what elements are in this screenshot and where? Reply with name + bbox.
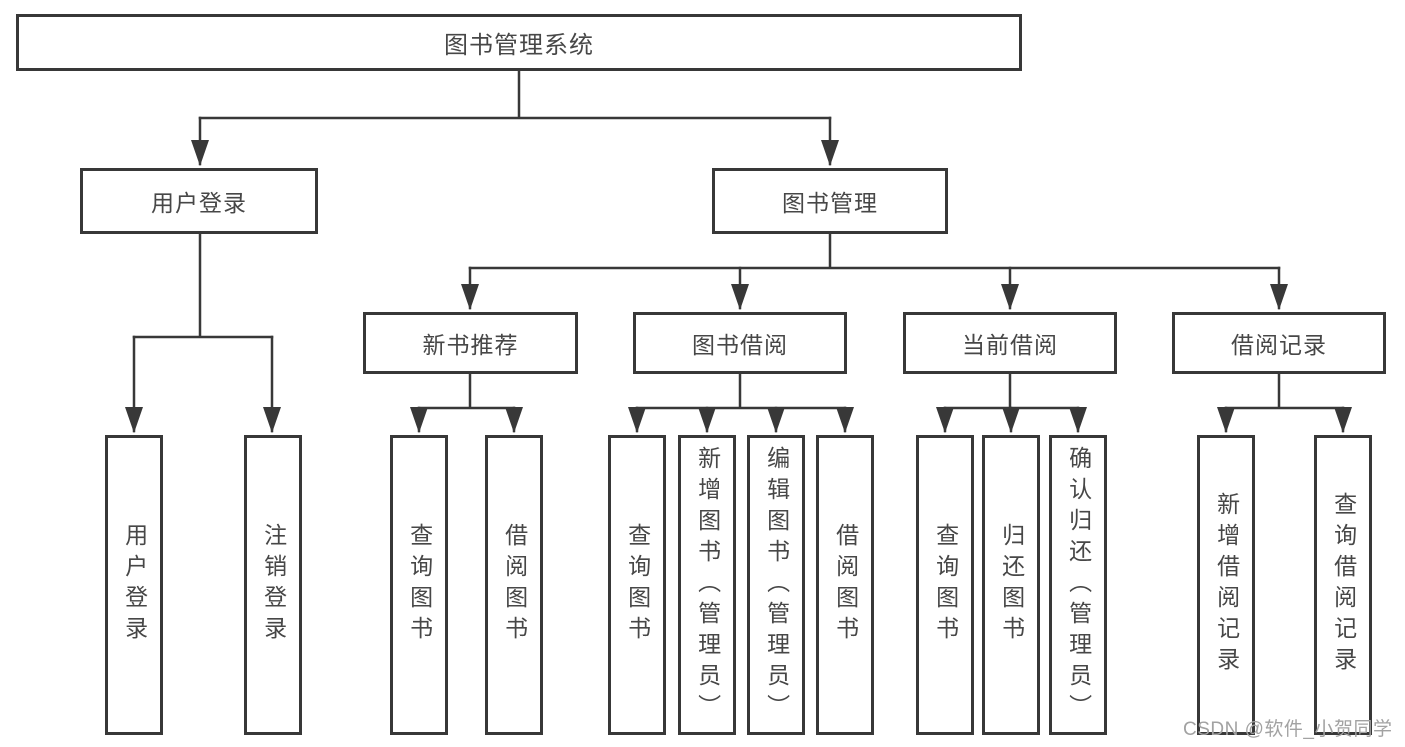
leaf-query-books-current: 查询图书 (916, 435, 974, 735)
leaf-add-borrow-record: 新增借阅记录 (1197, 435, 1255, 735)
node-label: 新增图书（管理员） (694, 445, 721, 725)
node-book-management: 图书管理 (712, 168, 948, 234)
leaf-query-borrow-record: 查询借阅记录 (1314, 435, 1372, 735)
node-label: 借阅图书 (832, 523, 859, 647)
node-label: 查询图书 (932, 523, 959, 647)
leaf-return-books: 归还图书 (982, 435, 1040, 735)
leaf-confirm-return-admin: 确认归还（管理员） (1049, 435, 1107, 735)
node-borrowing-records: 借阅记录 (1172, 312, 1386, 374)
node-label: 当前借阅 (962, 332, 1058, 358)
node-current-borrowing: 当前借阅 (903, 312, 1117, 374)
leaf-edit-book-admin: 编辑图书（管理员） (747, 435, 805, 735)
node-book-borrowing: 图书借阅 (633, 312, 847, 374)
watermark: CSDN @软件_小贺同学 (1183, 719, 1393, 740)
leaf-user-login: 用户登录 (105, 435, 163, 735)
node-label: 归还图书 (998, 523, 1025, 647)
node-label: 编辑图书（管理员） (763, 445, 790, 725)
node-label: 用户登录 (151, 190, 247, 216)
node-library-management-system: 图书管理系统 (16, 14, 1022, 71)
leaf-borrow-books-recommend: 借阅图书 (485, 435, 543, 735)
node-label: 图书管理系统 (444, 32, 594, 59)
node-label: 注销登录 (260, 523, 287, 647)
node-user-login: 用户登录 (80, 168, 318, 234)
leaf-logout: 注销登录 (244, 435, 302, 735)
leaf-query-books-recommend: 查询图书 (390, 435, 448, 735)
node-label: 查询图书 (406, 523, 433, 647)
node-label: 图书借阅 (692, 332, 788, 358)
node-label: 借阅图书 (501, 523, 528, 647)
node-label: 查询图书 (624, 523, 651, 647)
node-label: 确认归还（管理员） (1065, 445, 1092, 725)
node-label: 图书管理 (782, 190, 878, 216)
node-label: 新书推荐 (422, 332, 519, 358)
node-new-book-recommend: 新书推荐 (363, 312, 578, 374)
leaf-add-book-admin: 新增图书（管理员） (678, 435, 736, 735)
leaf-query-books-borrowing: 查询图书 (608, 435, 666, 735)
node-label: 新增借阅记录 (1213, 492, 1240, 678)
node-label: 借阅记录 (1231, 332, 1327, 358)
leaf-borrow-books-borrowing: 借阅图书 (816, 435, 874, 735)
node-label: 用户登录 (121, 523, 148, 647)
node-label: 查询借阅记录 (1330, 492, 1357, 678)
